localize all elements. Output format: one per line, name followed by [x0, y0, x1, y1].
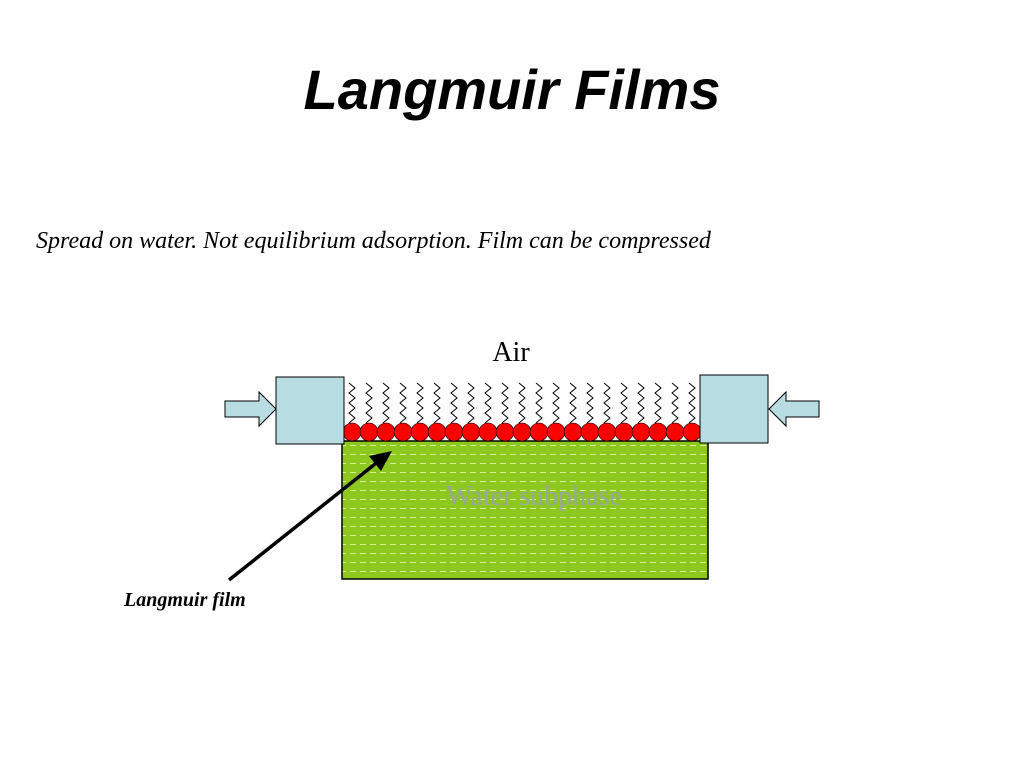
- tail-chain: [518, 382, 526, 424]
- head-group: [444, 422, 464, 442]
- tail-chain: [348, 382, 356, 424]
- slide-subtitle: Spread on water. Not equilibrium adsorpt…: [36, 228, 711, 254]
- tail-chain: [654, 382, 662, 424]
- head-group: [546, 422, 566, 442]
- head-group: [342, 422, 362, 442]
- tail-chain: [688, 382, 696, 424]
- tail-chain: [467, 382, 475, 424]
- head-group: [682, 422, 702, 442]
- head-group: [393, 422, 413, 442]
- tail-chain: [535, 382, 543, 424]
- head-group: [478, 422, 498, 442]
- tail-chain: [416, 382, 424, 424]
- tail-chain: [433, 382, 441, 424]
- film-pointer-line: [227, 458, 382, 582]
- right-barrier[interactable]: [699, 374, 769, 444]
- head-group: [563, 422, 583, 442]
- slide-title: Langmuir Films: [303, 58, 721, 121]
- head-group: [359, 422, 379, 442]
- tail-chain: [450, 382, 458, 424]
- head-group: [461, 422, 481, 442]
- tail-chain: [671, 382, 679, 424]
- tail-chain: [603, 382, 611, 424]
- head-group: [580, 422, 600, 442]
- tail-chain: [382, 382, 390, 424]
- tail-chain: [620, 382, 628, 424]
- head-group: [614, 422, 634, 442]
- left-barrier[interactable]: [275, 376, 345, 445]
- tail-chain: [501, 382, 509, 424]
- head-group: [529, 422, 549, 442]
- tail-chain: [552, 382, 560, 424]
- hydrophobic-tails: [348, 382, 696, 424]
- head-group: [427, 422, 447, 442]
- head-group: [665, 422, 685, 442]
- tail-chain: [586, 382, 594, 424]
- left-arrow-icon: [768, 390, 820, 428]
- head-group: [410, 422, 430, 442]
- film-pointer-arrowhead: [369, 451, 392, 471]
- tail-chain: [569, 382, 577, 424]
- tail-chain: [365, 382, 373, 424]
- head-group: [648, 422, 668, 442]
- head-group: [631, 422, 651, 442]
- water-subphase: [341, 440, 709, 580]
- langmuir-film-label: Langmuir film: [123, 589, 246, 611]
- head-group: [512, 422, 532, 442]
- head-groups: [342, 422, 702, 442]
- right-arrow-icon: [224, 390, 277, 428]
- water-subphase-label: Water subphase: [446, 481, 622, 512]
- tail-chain: [637, 382, 645, 424]
- head-group: [495, 422, 515, 442]
- tail-chain: [399, 382, 407, 424]
- air-label: Air: [492, 337, 530, 368]
- head-group: [376, 422, 396, 442]
- head-group: [597, 422, 617, 442]
- tail-chain: [484, 382, 492, 424]
